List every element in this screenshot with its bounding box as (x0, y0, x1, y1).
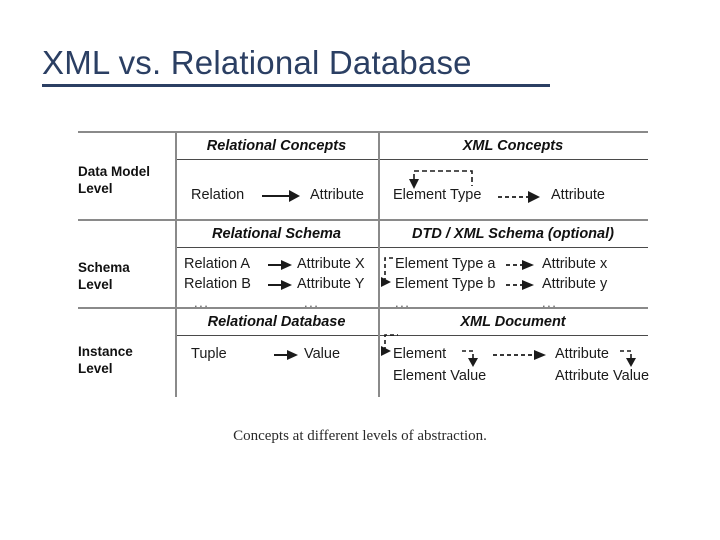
band3-relational-header: Relational Database (207, 314, 346, 330)
band1-xml-self-loop-dashed-arrow (409, 170, 473, 189)
level-label-schema: Schema Level (78, 259, 130, 293)
band1-xml-right: Attribute (551, 187, 605, 203)
band2-xml-row1-arrow-dashed (506, 260, 534, 270)
band2-xml-row1-right: Attribute x (542, 256, 608, 272)
band2-xml-row1-left: Element Type a (395, 256, 496, 272)
col-divider-level-band2 (175, 219, 177, 307)
level-label-instance: Instance Level (78, 343, 133, 377)
band3-xml-self-loop-dashed-arrow (381, 334, 398, 356)
figure-rule-top (78, 131, 648, 133)
band2-xml-row2-right: Attribute y (542, 276, 608, 292)
level-label-data-model: Data Model Level (78, 163, 150, 197)
band2-relational-ellipsis: ... (194, 295, 210, 310)
col-divider-rel-xml-band2 (378, 219, 380, 307)
band3-relational-right: Value (304, 346, 341, 362)
band3-xml-row2-right: Attribute Value (555, 368, 650, 384)
band1-relational-left: Relation (191, 187, 245, 203)
level-label-line1: Instance (78, 344, 133, 359)
level-label-line2: Level (78, 361, 113, 376)
col-divider-rel-xml-band1 (378, 131, 380, 219)
band3-xml-element-value-arrow-dashed (462, 350, 478, 367)
band1-relational-arrow-solid (262, 190, 300, 202)
band1-relational-header: Relational Concepts (206, 138, 347, 154)
band2-relational-row2-arrow-solid (268, 280, 292, 290)
band2-xml-ellipsis: ... (395, 295, 411, 310)
band3-header-rule (175, 335, 648, 336)
band1-relational-right: Attribute (310, 187, 364, 203)
band2-header-rule (175, 247, 648, 248)
band2-relational-row1-arrow-solid (268, 260, 292, 270)
abstraction-levels-figure: Data Model Level Relational Concepts XML… (78, 131, 650, 397)
band1-xml-header: XML Concepts (462, 138, 564, 154)
figure-rule-band1-bottom (78, 219, 648, 221)
level-label-line2: Level (78, 181, 113, 196)
band3-xml-row1-right: Attribute (555, 346, 609, 362)
band2-relational-header: Relational Schema (212, 226, 341, 242)
page-title: XML vs. Relational Database (42, 44, 472, 81)
band3-xml-row2-left: Element Value (393, 368, 487, 384)
figure-rule-band2-bottom (78, 307, 648, 309)
level-label-line1: Data Model (78, 164, 151, 179)
band3-xml-header: XML Document (460, 314, 566, 330)
band2-xml-header: DTD / XML Schema (optional) (412, 226, 614, 242)
band2-relational-row2-left: Relation B (184, 276, 251, 292)
col-divider-level-band1 (175, 131, 177, 219)
band3-xml-row1-left: Element (393, 346, 447, 362)
band1-xml-arrow-dashed (498, 191, 540, 203)
band1-xml-left: Element Type (393, 187, 482, 203)
band2-xml-ellipsis-2: ... (542, 295, 558, 310)
band2-relational-row2-right: Attribute Y (297, 276, 365, 292)
level-label-line1: Schema (78, 260, 130, 275)
col-divider-rel-xml-band3 (378, 307, 380, 397)
figure-caption: Concepts at different levels of abstract… (233, 428, 487, 444)
band2-xml-row2-arrow-dashed (506, 280, 534, 290)
band2-relational-ellipsis-2: ... (304, 295, 320, 310)
band2-xml-bracket-dashed-arrow (381, 257, 393, 287)
band3-xml-arrow-dashed (493, 350, 546, 360)
band2-relational-row1-right: Attribute X (297, 256, 365, 272)
col-divider-level-band3 (175, 307, 177, 397)
band3-relational-left: Tuple (191, 346, 227, 362)
band3-xml-attribute-value-arrow-dashed (620, 350, 636, 367)
band1-header-rule (175, 159, 648, 160)
title-underline (42, 84, 550, 87)
band2-relational-row1-left: Relation A (184, 256, 251, 272)
band2-xml-row2-left: Element Type b (395, 276, 496, 292)
band3-relational-arrow-solid (274, 350, 298, 360)
level-label-line2: Level (78, 277, 113, 292)
